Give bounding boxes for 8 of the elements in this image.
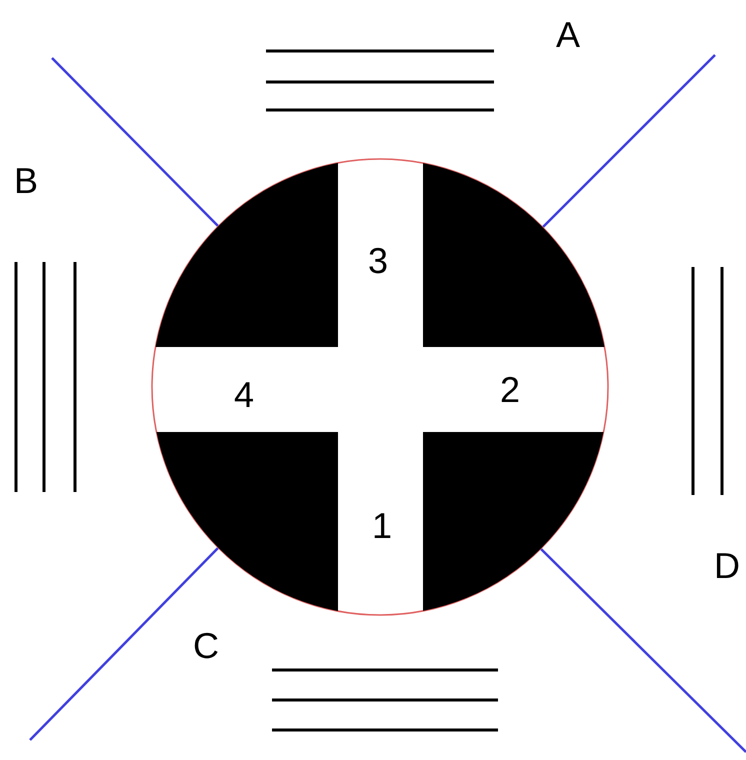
letter-label: A xyxy=(556,17,580,53)
letter-label: D xyxy=(714,548,740,584)
number-label: 4 xyxy=(234,377,254,413)
number-label: 2 xyxy=(500,372,520,408)
number-label: 3 xyxy=(368,243,388,279)
letter-label: B xyxy=(14,163,38,199)
number-label: 1 xyxy=(372,508,392,544)
letter-label: C xyxy=(193,628,219,664)
